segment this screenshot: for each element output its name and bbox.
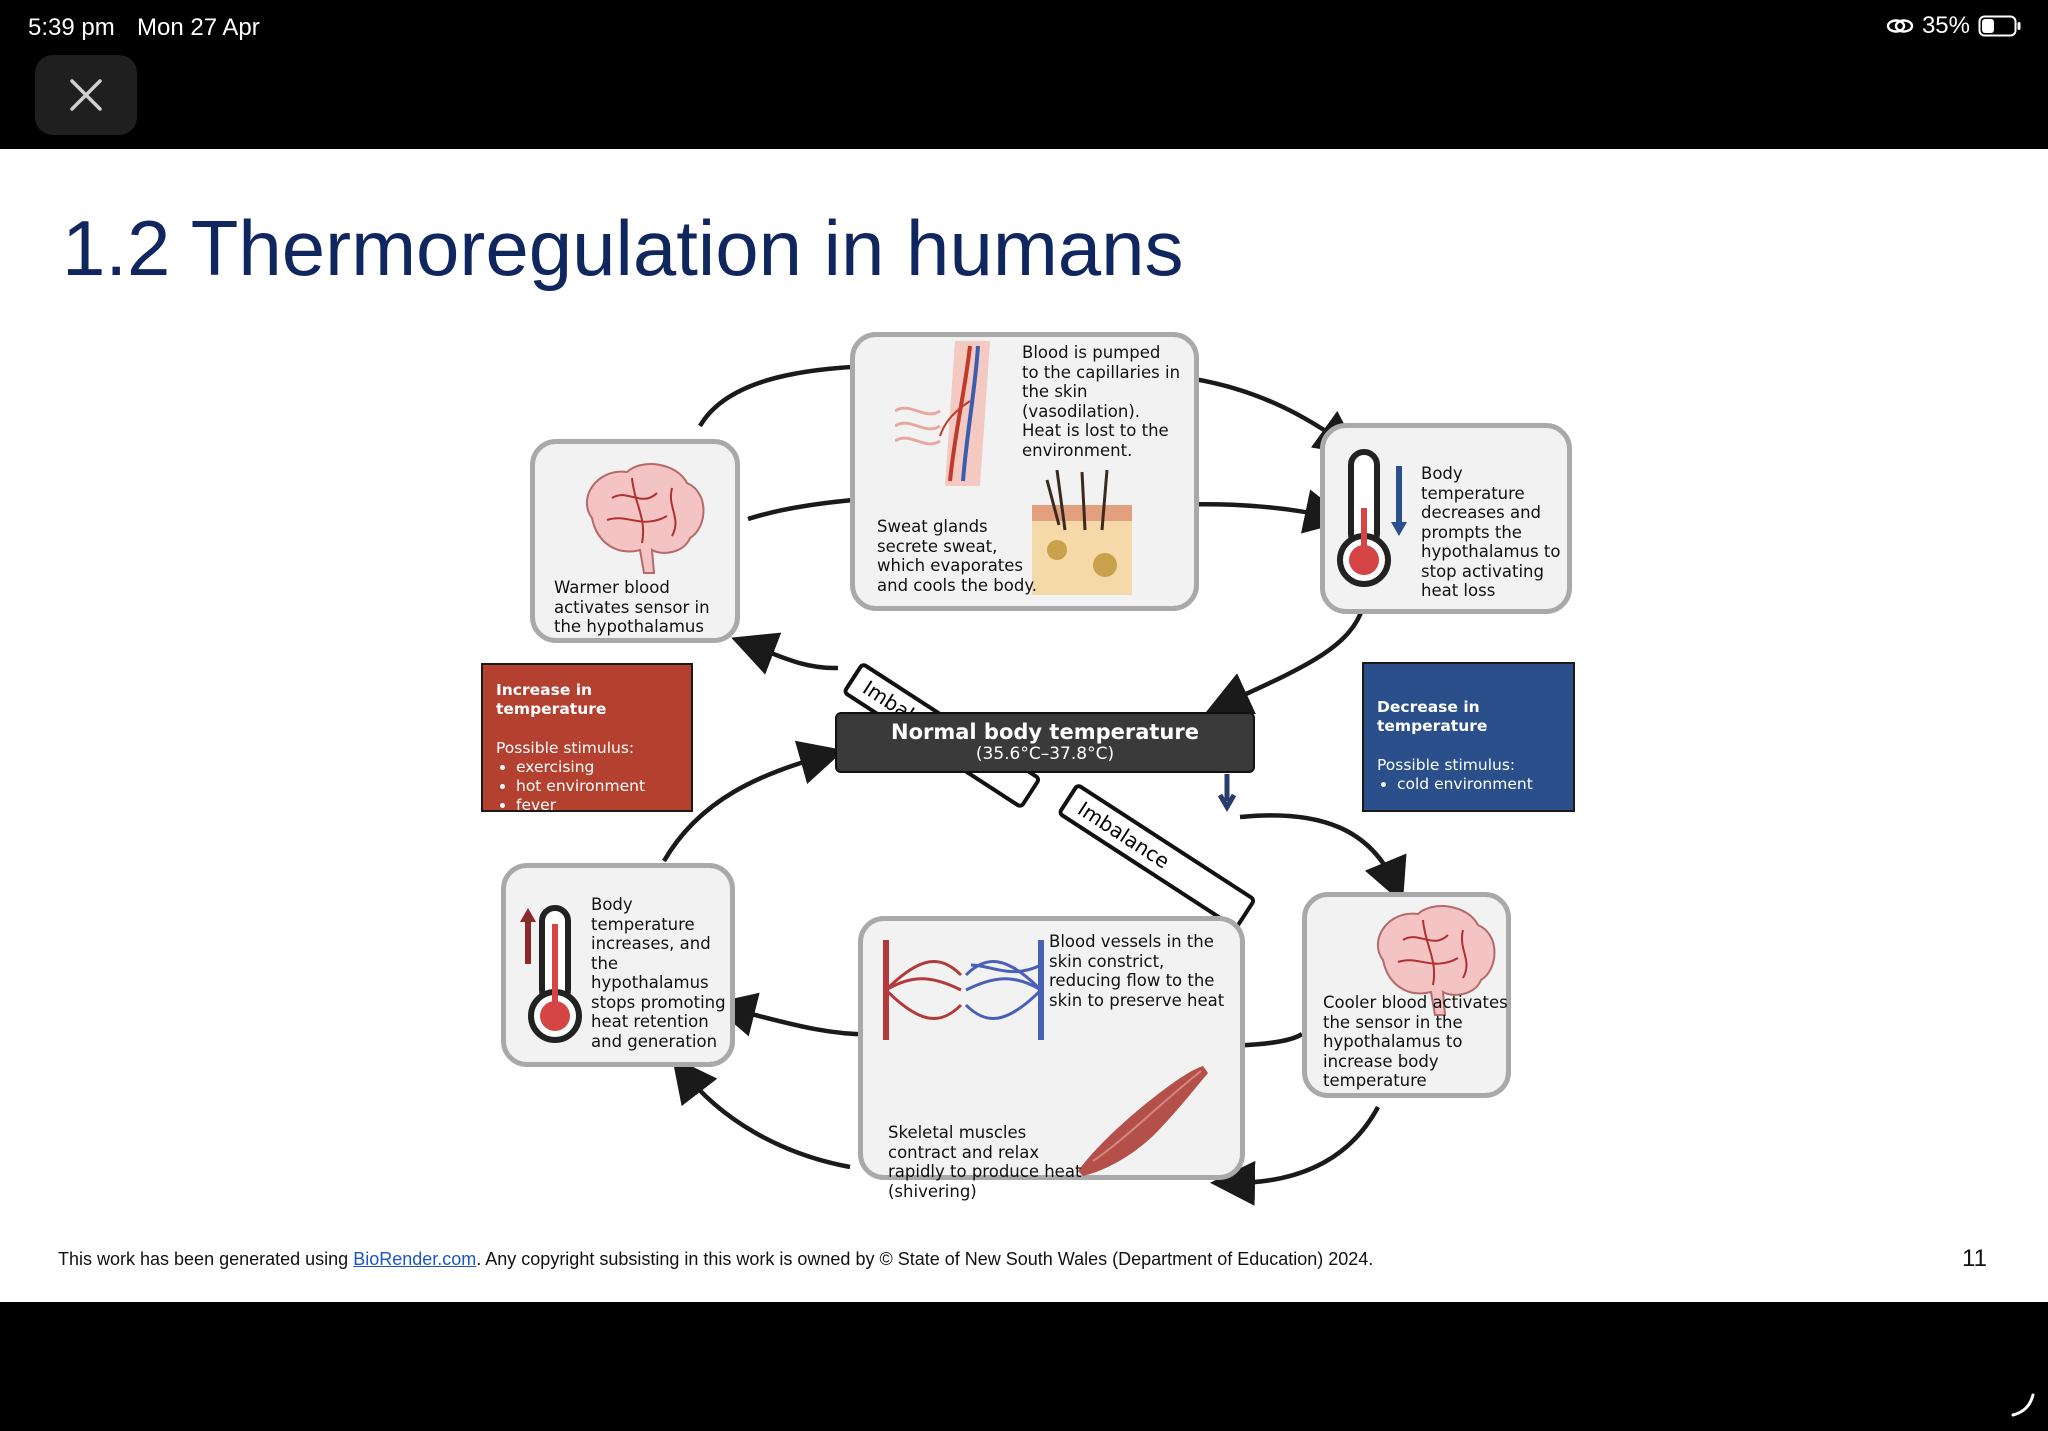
status-bar: 5:39 pm Mon 27 Apr 35% xyxy=(0,0,2048,56)
decrease-list: cold environment xyxy=(1377,775,1560,794)
footer-text-copyright: . Any copyright subsisting in this work … xyxy=(476,1249,1374,1269)
body-temp-increase-box: Body temperature increases, and the hypo… xyxy=(501,863,735,1067)
vasodilation-text: Blood is pumped to the capillaries in th… xyxy=(1022,343,1181,460)
biorender-link[interactable]: BioRender.com xyxy=(353,1249,477,1269)
cooler-blood-text: Cooler blood activates the sensor in the… xyxy=(1323,993,1508,1090)
list-item: exercising xyxy=(516,758,678,777)
battery-icon xyxy=(1978,15,2021,37)
increase-heading: Increase in temperature xyxy=(496,681,607,718)
normal-temp-range: (35.6°C–37.8°C) xyxy=(975,744,1115,764)
list-item: fever xyxy=(516,796,678,815)
close-button[interactable] xyxy=(35,55,137,135)
skeletal-muscle-image xyxy=(1078,1066,1208,1176)
slide-title: 1.2 Thermoregulation in humans xyxy=(62,204,1184,292)
shivering-text: Skeletal muscles contract and relax rapi… xyxy=(888,1123,1082,1201)
loading-spinner-icon xyxy=(2011,1393,2035,1417)
decrease-heading: Decrease in temperature xyxy=(1377,698,1488,735)
decrease-stimulus-box: Decrease in temperature Possible stimulu… xyxy=(1362,662,1575,812)
footer-text: This work has been generated using xyxy=(58,1249,354,1269)
down-arrow-icon xyxy=(1217,774,1237,812)
normal-temp-box: Normal body temperature (35.6°C–37.8°C) xyxy=(835,712,1255,773)
body-decrease-text: Body temperature decreases and prompts t… xyxy=(1421,464,1561,600)
skin-cross-section-image xyxy=(1032,470,1132,595)
status-date: Mon 27 Apr xyxy=(137,14,260,41)
increase-stimulus-label: Possible stimulus: xyxy=(496,739,635,757)
vessels-constrict-text: Blood vessels in the skin constrict, red… xyxy=(1049,932,1225,1010)
warmer-blood-text: Warmer blood activates sensor in the hyp… xyxy=(554,578,710,636)
list-item: hot environment xyxy=(516,777,678,796)
decrease-stimulus-label: Possible stimulus: xyxy=(1377,756,1516,774)
warmer-blood-box: Warmer blood activates sensor in the hyp… xyxy=(530,439,740,643)
close-icon xyxy=(70,79,102,111)
brain-icon xyxy=(586,463,705,574)
blood-vessel-network-image xyxy=(883,940,1044,1040)
sweat-text: Sweat glands secrete sweat, which evapor… xyxy=(877,517,1037,595)
status-time: 5:39 pm xyxy=(28,14,115,41)
page-number: 11 xyxy=(1962,1245,1987,1272)
increase-list: exercising hot environment fever xyxy=(496,758,678,815)
thermometer-down-icon xyxy=(1337,449,1407,587)
brain-icon xyxy=(1377,905,1496,1016)
body-temp-decrease-box: Body temperature decreases and prompts t… xyxy=(1320,423,1572,614)
skin-vessels-image xyxy=(895,341,990,486)
thermometer-up-icon xyxy=(520,905,582,1043)
status-right: 35% xyxy=(1886,12,2022,40)
increase-stimulus-box: Increase in temperature Possible stimulu… xyxy=(481,663,693,815)
slide: 1.2 Thermoregulation in humans xyxy=(0,149,2048,1302)
vasodilation-sweat-box: Blood is pumped to the capillaries in th… xyxy=(850,332,1199,611)
battery-percent: 35% xyxy=(1921,12,1970,39)
body-increase-text: Body temperature increases, and the hypo… xyxy=(591,895,726,1051)
normal-temp-title: Normal body temperature xyxy=(891,720,1199,744)
cooler-blood-box: Cooler blood activates the sensor in the… xyxy=(1302,892,1511,1098)
footer-credit: This work has been generated using BioRe… xyxy=(58,1249,1373,1270)
link-icon xyxy=(1886,19,1914,33)
list-item: cold environment xyxy=(1397,775,1560,794)
vasoconstriction-shivering-box: Blood vessels in the skin constrict, red… xyxy=(858,916,1245,1201)
